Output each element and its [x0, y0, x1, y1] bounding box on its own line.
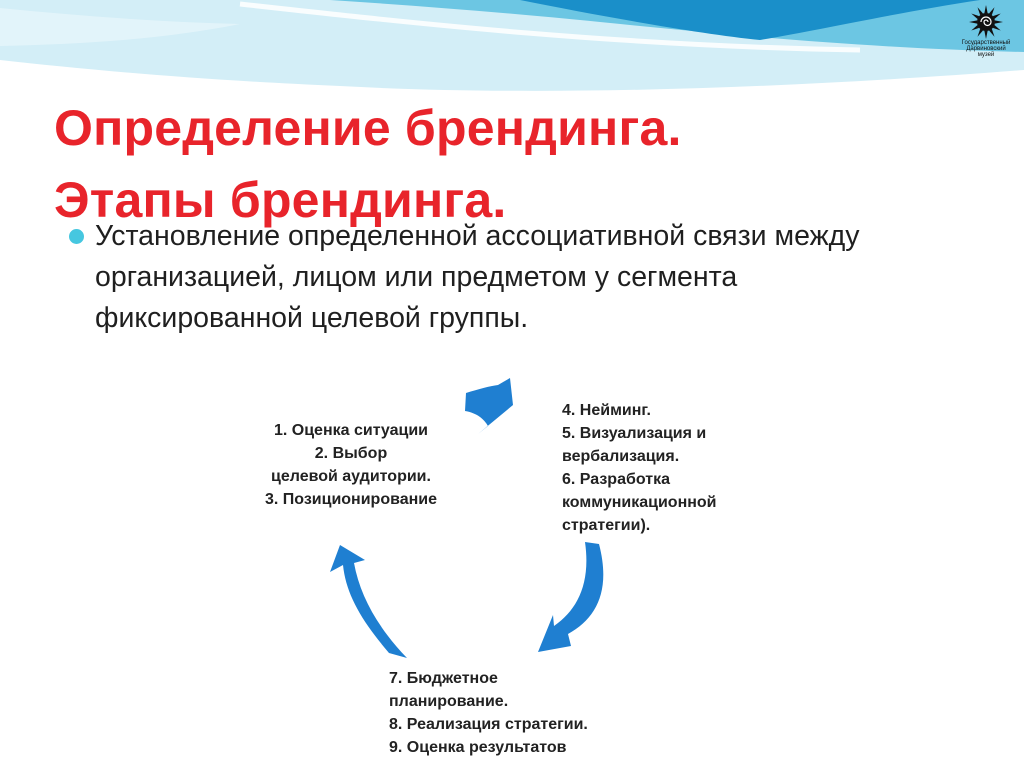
stage-2-line: стратегии).	[562, 514, 792, 537]
cycle-stage-2: 4. Нейминг. 5. Визуализация и вербализац…	[562, 399, 792, 537]
stage-1-line: 2. Выбор	[226, 442, 476, 465]
stage-1-line: 3. Позиционирование	[226, 488, 476, 511]
stage-3-line: планирование.	[389, 690, 689, 713]
stage-2-line: коммуникационной	[562, 491, 792, 514]
stage-1-line: 1. Оценка ситуации	[226, 419, 476, 442]
stage-3-line: 8. Реализация стратегии.	[389, 713, 689, 736]
cycle-arrow-left	[330, 545, 407, 658]
cycle-stage-1: 1. Оценка ситуации 2. Выбор целевой ауди…	[226, 419, 476, 511]
stage-3-line: 9. Оценка результатов	[389, 736, 689, 759]
cycle-arrow-right	[538, 542, 603, 652]
cycle-stage-3: 7. Бюджетное планирование. 8. Реализация…	[389, 667, 689, 759]
stage-1-line: целевой аудитории.	[226, 465, 476, 488]
stage-2-line: 4. Нейминг.	[562, 399, 792, 422]
stage-2-line: вербализация.	[562, 445, 792, 468]
stage-2-line: 5. Визуализация и	[562, 422, 792, 445]
stage-3-line: 7. Бюджетное	[389, 667, 689, 690]
stage-2-line: 6. Разработка	[562, 468, 792, 491]
